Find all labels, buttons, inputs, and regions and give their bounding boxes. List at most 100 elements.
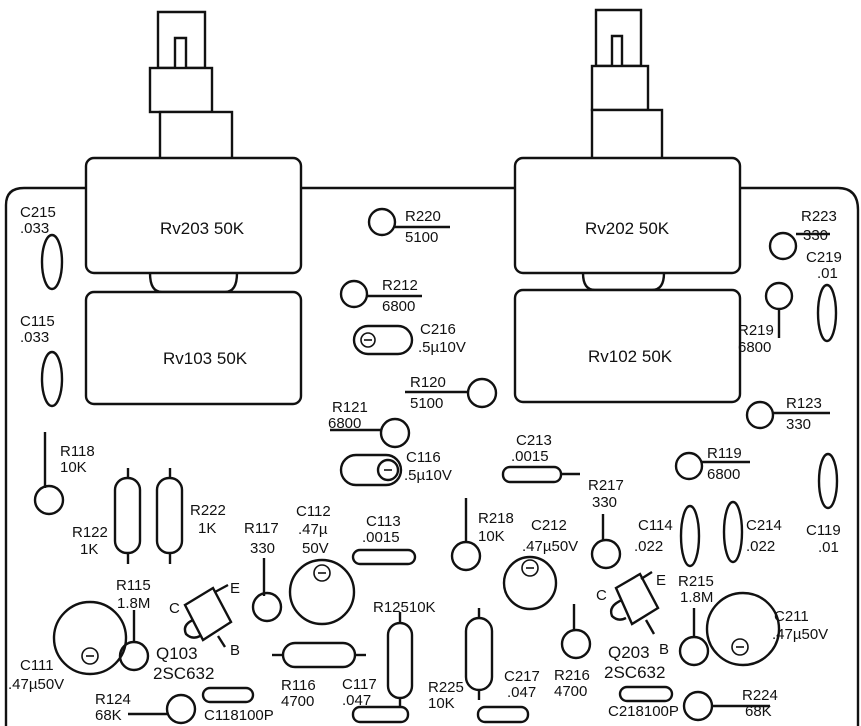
pot-rv103-label: Rv103 50K bbox=[163, 349, 248, 368]
c113-body bbox=[351, 548, 417, 566]
r120-label: R120 bbox=[410, 374, 446, 391]
r118-value: 10K bbox=[60, 459, 87, 476]
c215-body bbox=[40, 233, 64, 291]
c216-polarity-icon bbox=[360, 332, 376, 348]
c217-value: .047 bbox=[507, 684, 536, 701]
c211-value: .47µ50V bbox=[772, 626, 828, 643]
r225-label: R225 bbox=[428, 679, 464, 696]
c112-value: .47µ bbox=[298, 521, 328, 538]
c112-voltage: 50V bbox=[302, 540, 329, 557]
r119-body bbox=[674, 451, 704, 481]
c212-value: .47µ50V bbox=[522, 538, 578, 555]
c111-value: .47µ50V bbox=[8, 676, 64, 693]
r215-label: R215 bbox=[678, 573, 714, 590]
r125-body bbox=[386, 621, 414, 700]
r222-label: R222 bbox=[190, 502, 226, 519]
c111-label: C111 bbox=[20, 657, 54, 674]
c216-label: C216 bbox=[420, 321, 456, 338]
r116-body bbox=[281, 641, 357, 669]
r218-body bbox=[450, 540, 482, 572]
r118-body bbox=[33, 484, 65, 516]
c211-body bbox=[705, 591, 781, 667]
r224-value: 68K bbox=[745, 703, 772, 720]
c118-label: C118100P bbox=[204, 707, 274, 724]
r124-value: 68K bbox=[95, 707, 122, 724]
c212-polarity-icon bbox=[521, 559, 539, 577]
pot-rv103 bbox=[84, 290, 303, 406]
c113-label: C113 bbox=[366, 513, 401, 530]
c117-body bbox=[351, 705, 410, 724]
c216-body bbox=[352, 324, 414, 356]
c219-label: C219 bbox=[806, 249, 842, 266]
q203-type: 2SC632 bbox=[604, 663, 665, 682]
c115-body bbox=[40, 350, 64, 408]
c218-label: C218100P bbox=[608, 703, 679, 720]
q103-label: Q103 bbox=[156, 644, 198, 663]
r123-body bbox=[745, 400, 775, 430]
r225-body bbox=[464, 616, 494, 692]
r219-value: 6800 bbox=[738, 339, 771, 356]
c111-polarity-icon bbox=[81, 647, 99, 665]
r218-value: 10K bbox=[478, 528, 505, 545]
r223-body bbox=[768, 231, 798, 261]
r123-value: 330 bbox=[786, 416, 811, 433]
c115-label: C115 bbox=[20, 313, 55, 330]
r216-label: R216 bbox=[554, 667, 590, 684]
r212-body bbox=[339, 279, 369, 309]
r115-label: R115 bbox=[116, 577, 151, 594]
r225-value: 10K bbox=[428, 695, 455, 712]
c217-body bbox=[476, 705, 530, 724]
c216-value: .5µ10V bbox=[418, 339, 466, 356]
c215-label: C215 bbox=[20, 204, 56, 221]
pot-rv102 bbox=[513, 288, 742, 404]
pot-rv202 bbox=[513, 156, 742, 275]
board-outline bbox=[4, 186, 860, 726]
c117-label: C117 bbox=[342, 676, 377, 693]
c115-value: .033 bbox=[20, 329, 49, 346]
q203-transistor bbox=[609, 570, 660, 635]
q103-base-label: B bbox=[230, 642, 240, 659]
r217-label: R217 bbox=[588, 477, 624, 494]
pot-shaft-right bbox=[590, 8, 664, 168]
r124-label: R124 bbox=[95, 691, 131, 708]
r212-value: 6800 bbox=[382, 298, 415, 315]
r117-value: 330 bbox=[250, 540, 275, 557]
c119-body bbox=[817, 452, 839, 510]
r217-body bbox=[590, 538, 622, 570]
r119-label: R119 bbox=[707, 445, 742, 462]
r122-value: 1K bbox=[80, 541, 98, 558]
c219-value: .01 bbox=[817, 265, 838, 282]
r219-label: R219 bbox=[738, 322, 774, 339]
r220-value: 5100 bbox=[405, 229, 438, 246]
c214-body bbox=[722, 500, 744, 564]
q203-collector-label: C bbox=[596, 587, 607, 604]
r223-value: 330 bbox=[803, 227, 828, 244]
q203-base-label: B bbox=[659, 641, 669, 658]
r212-label: R212 bbox=[382, 277, 418, 294]
c217-label: C217 bbox=[504, 668, 540, 685]
r116-label: R116 bbox=[281, 677, 316, 694]
pot-shaft-left bbox=[148, 10, 234, 170]
r220-body bbox=[367, 207, 397, 237]
pot-link-right bbox=[581, 272, 666, 292]
c116-label: C116 bbox=[406, 449, 441, 466]
r222-value: 1K bbox=[198, 520, 216, 537]
r222-body bbox=[155, 476, 184, 555]
c212-label: C212 bbox=[531, 517, 567, 534]
r122-body bbox=[113, 476, 142, 555]
r224-body bbox=[682, 690, 714, 722]
r121-label: R121 bbox=[332, 399, 368, 416]
r121-value: 6800 bbox=[328, 415, 361, 432]
c215-value: .033 bbox=[20, 220, 49, 237]
r216-body bbox=[560, 628, 592, 660]
r220-label: R220 bbox=[405, 208, 441, 225]
c219-body bbox=[816, 283, 838, 343]
q203-emitter-label: E bbox=[656, 572, 666, 589]
r125-label: R12510K bbox=[373, 599, 436, 616]
c112-label: C112 bbox=[296, 503, 331, 520]
c213-label: C213 bbox=[516, 432, 552, 449]
r223-label: R223 bbox=[801, 208, 837, 225]
pot-rv203 bbox=[84, 156, 303, 275]
r119-value: 6800 bbox=[707, 466, 740, 483]
